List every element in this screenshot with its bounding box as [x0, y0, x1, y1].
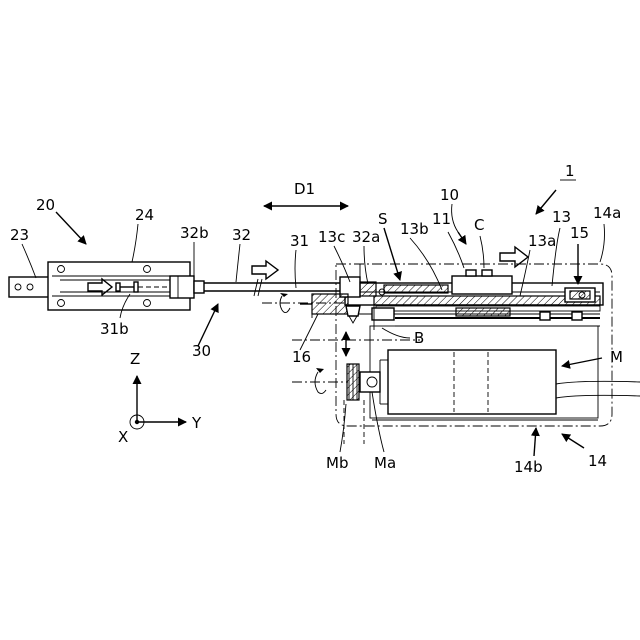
label-1: 1	[565, 162, 575, 180]
label-13c: 13c	[318, 228, 345, 246]
label-13: 13	[552, 208, 571, 226]
label-31b: 31b	[100, 320, 129, 338]
label-mb: Mb	[326, 454, 348, 472]
label-d1: D1	[294, 180, 315, 198]
label-axis-y: Y	[191, 414, 202, 432]
label-s: S	[378, 210, 388, 228]
label-15: 15	[570, 224, 589, 242]
handle-unit-20	[9, 262, 204, 310]
label-14a: 14a	[593, 204, 621, 222]
label-31: 31	[290, 232, 309, 250]
label-m: M	[610, 348, 623, 366]
label-10: 10	[440, 186, 459, 204]
label-32: 32	[232, 226, 251, 244]
label-32b: 32b	[180, 224, 209, 242]
label-16: 16	[292, 348, 311, 366]
label-ma: Ma	[374, 454, 396, 472]
label-axis-x: X	[118, 428, 128, 446]
label-32a: 32a	[352, 228, 380, 246]
axis-indicator	[130, 376, 186, 429]
label-b: B	[414, 329, 424, 347]
label-13b: 13b	[400, 220, 429, 238]
label-11: 11	[432, 210, 451, 228]
label-c: C	[474, 216, 484, 234]
label-axis-z: Z	[130, 350, 140, 368]
label-23: 23	[10, 226, 29, 244]
label-14b: 14b	[514, 458, 543, 476]
device-body-1	[292, 247, 640, 444]
label-14: 14	[588, 452, 607, 470]
label-20: 20	[36, 196, 55, 214]
label-30: 30	[192, 342, 211, 360]
label-13a: 13a	[528, 232, 556, 250]
label-24: 24	[135, 206, 154, 224]
